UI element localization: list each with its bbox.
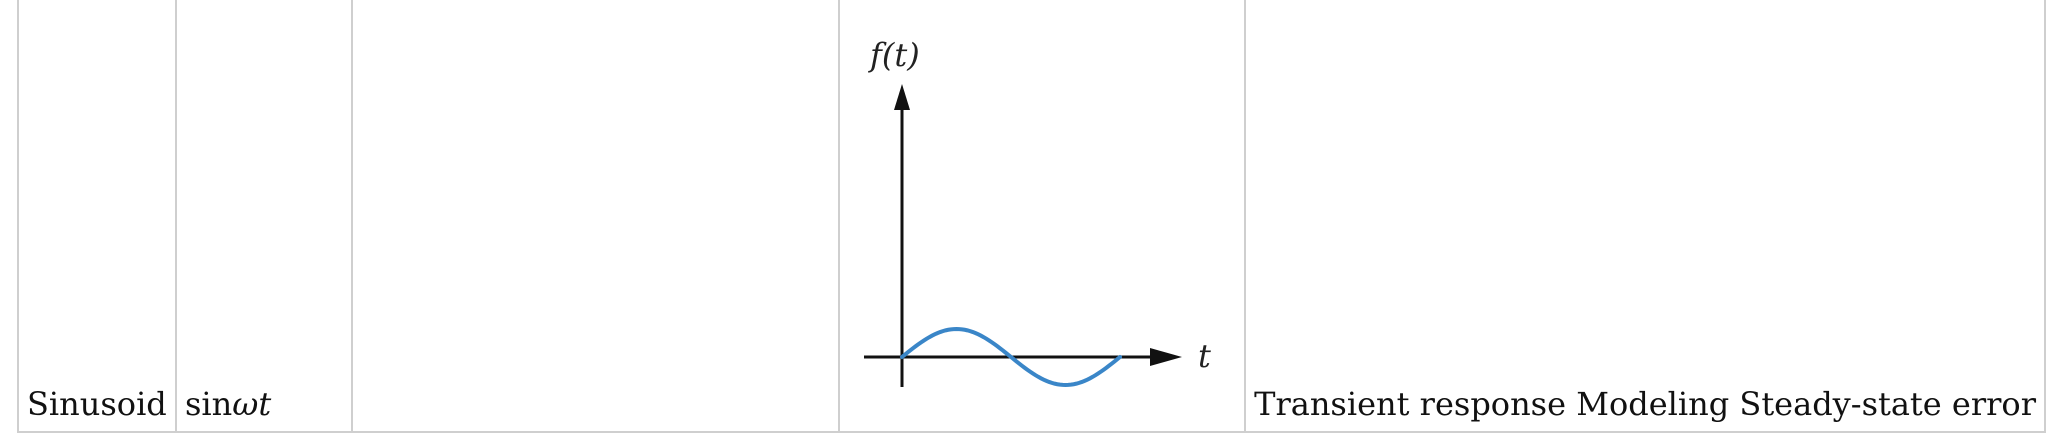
graph-cell: f(t) t [838, 0, 1247, 433]
input-type-label: Sinusoid [27, 384, 167, 423]
x-axis-arrowhead [1150, 348, 1183, 366]
function-prefix: sin [184, 384, 233, 423]
function-variable: ωt [232, 384, 272, 423]
x-axis-label: t [1198, 337, 1211, 375]
y-axis-label: f(t) [868, 36, 920, 74]
input-type-cell: Sinusoid [17, 0, 177, 433]
sinusoid-graph: f(t) t [848, 0, 1236, 423]
uses-text: Transient response Modeling Steady-state… [1254, 384, 2036, 423]
uses-cell: Transient response Modeling Steady-state… [1244, 0, 2046, 433]
test-waveform-table-row: Sinusoid sinωt f(t) t Transient re [17, 0, 2046, 433]
function-cell: sinωt [174, 0, 353, 433]
empty-cell [350, 0, 841, 433]
sinusoid-curve [900, 326, 1123, 388]
table-row: Sinusoid sinωt f(t) t Transient re [17, 0, 2046, 433]
sinusoid-plot-svg: f(t) t [864, 36, 1211, 388]
y-axis-arrowhead [894, 84, 911, 110]
